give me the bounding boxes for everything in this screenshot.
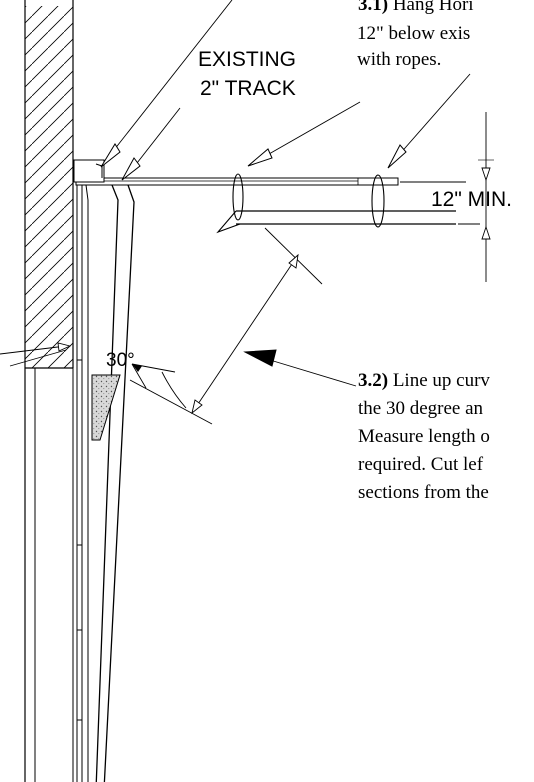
- step2-line3: Measure length o: [358, 426, 490, 447]
- step1-line2: 12" below exis: [357, 23, 470, 44]
- step2-line2: the 30 degree an: [358, 398, 484, 419]
- step1-line1: 3.1) Hang Hori: [358, 0, 474, 15]
- existing-track-label-line2: 2" TRACK: [200, 77, 296, 100]
- leader-top-bracket: [100, 0, 233, 168]
- step2-number: 3.2): [358, 370, 388, 391]
- step2-line4: required. Cut lef: [358, 454, 484, 475]
- angle-30-indicator: [131, 363, 187, 409]
- leader-step1-left: [247, 101, 361, 167]
- step2-line5: sections from the: [358, 482, 489, 503]
- rope-loop-right: [371, 174, 385, 228]
- leader-step1-right: [387, 73, 471, 169]
- concrete-bracket: [91, 374, 121, 441]
- existing-track-label-line1: EXISTING: [198, 48, 296, 71]
- arrow-wall-left: [0, 342, 72, 367]
- step1-text: 3.1) Hang Hori 12" below exis with ropes…: [357, 0, 474, 70]
- vertical-track: [85, 184, 135, 782]
- step2-text: 3.2) Line up curv the 30 degree an Measu…: [358, 370, 490, 503]
- horizontal-track: [73, 159, 399, 186]
- step1-line1-text: Hang Hori: [388, 0, 473, 15]
- dimension-diagonal: [129, 227, 323, 425]
- new-horizontal-track: [216, 210, 456, 234]
- step1-number: 3.1): [358, 0, 388, 15]
- door-panel: [76, 185, 83, 782]
- angle-label: 30°: [106, 350, 135, 371]
- leader-step2: [243, 349, 357, 387]
- leader-existing-track: [121, 107, 181, 181]
- rope-loop-left: [232, 173, 244, 221]
- dimension-12in: [400, 112, 494, 282]
- step2-line1-text: Line up curv: [388, 370, 490, 391]
- wall-header: [24, 0, 74, 782]
- step1-line3: with ropes.: [357, 49, 441, 70]
- step2-line1: 3.2) Line up curv: [358, 370, 490, 391]
- dimension-min-label: 12" MIN.: [431, 188, 512, 211]
